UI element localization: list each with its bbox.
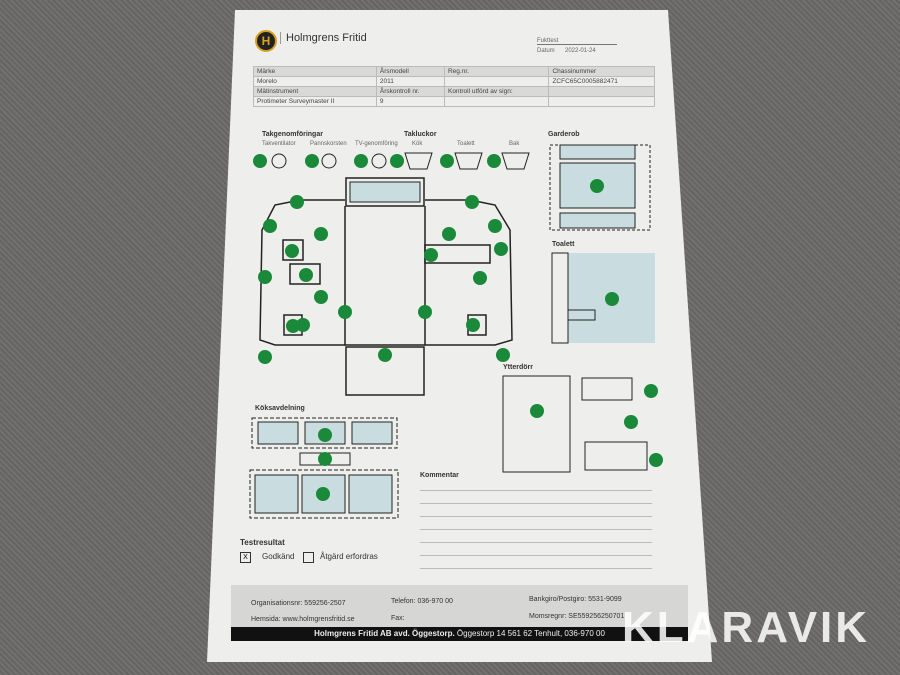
godkand-label: Godkänd: [262, 552, 295, 561]
section-testresultat: Testresultat: [240, 538, 285, 547]
section-ytterdorr: Ytterdörr: [503, 364, 533, 371]
ok-measurement-dot: [258, 270, 272, 284]
label-bak: Bak: [509, 141, 520, 147]
atgard-label: Åtgärd erfordras: [320, 552, 378, 561]
vehicle-outline: [259, 177, 513, 396]
comment-line: [420, 516, 652, 517]
test-type: Fukttest: [537, 38, 617, 45]
toalett-diagram: [551, 252, 655, 344]
ok-measurement-dot: [390, 154, 404, 168]
section-koksavdelning: Köksavdelning: [255, 405, 305, 412]
ok-measurement-dot: [494, 242, 508, 256]
comment-line: [420, 490, 652, 491]
ok-measurement-dot: [290, 195, 304, 209]
ok-measurement-dot: [316, 487, 330, 501]
company-name: Holmgrens Fritid: [280, 32, 367, 44]
watermark: KLARAVIK: [622, 603, 871, 652]
address: Öggestorp 14 561 62 Tenhult, 036-970 00: [454, 629, 605, 638]
section-takgenomforingar: Takgenomföringar: [262, 131, 323, 138]
ok-measurement-dot: [487, 154, 501, 168]
phone: Telefon: 036-970 00: [391, 598, 453, 605]
ok-measurement-dot: [473, 271, 487, 285]
ok-measurement-dot: [318, 452, 332, 466]
ok-measurement-dot: [338, 305, 352, 319]
comment-line: [420, 542, 652, 543]
label-toalett: Toalett: [457, 141, 475, 147]
ok-measurement-dot: [318, 428, 332, 442]
comment-line: [420, 555, 652, 556]
ok-measurement-dot: [285, 244, 299, 258]
company-legal-name: Holmgrens Fritid AB avd. Öggestorp.: [314, 629, 455, 638]
ok-measurement-dot: [299, 268, 313, 282]
org-number: Organisationsnr: 559256-2507: [251, 600, 346, 607]
cell: [548, 96, 655, 107]
footer-address-bar: Holmgrens Fritid AB avd. Öggestorp. Ögge…: [231, 627, 688, 641]
ok-measurement-dot: [314, 227, 328, 241]
ok-measurement-dot: [305, 154, 319, 168]
vat-number: Momsregnr: SE559256250701: [529, 613, 625, 620]
date-label: Datum: [537, 48, 555, 54]
label-tv: TV-genomföring: [355, 141, 398, 147]
section-toalett: Toalett: [552, 241, 575, 248]
ok-measurement-dot: [263, 219, 277, 233]
section-kommentar: Kommentar: [420, 472, 459, 479]
ok-measurement-dot: [530, 404, 544, 418]
fax: Fax:: [391, 615, 405, 622]
ok-measurement-dot: [466, 318, 480, 332]
ok-measurement-dot: [649, 453, 663, 467]
comment-line: [420, 503, 652, 504]
ok-measurement-dot: [496, 348, 510, 362]
ok-measurement-dot: [378, 348, 392, 362]
date-value: 2022-01-24: [565, 48, 596, 54]
section-takluckor: Takluckor: [404, 131, 437, 138]
godkand-checkbox[interactable]: X: [240, 552, 251, 563]
atgard-checkbox[interactable]: [303, 552, 314, 563]
ok-measurement-dot: [314, 290, 328, 304]
roof-fittings: [271, 152, 530, 170]
ytterdorr-diagram: [502, 375, 648, 473]
ok-measurement-dot: [253, 154, 267, 168]
bankgiro: Bankgiro/Postgiro: 5531-9099: [529, 596, 622, 603]
ok-measurement-dot: [354, 154, 368, 168]
cell: [443, 96, 550, 107]
ok-measurement-dot: [465, 195, 479, 209]
ok-measurement-dot: [418, 305, 432, 319]
comment-line: [420, 568, 652, 569]
ok-measurement-dot: [605, 292, 619, 306]
website: Hemsida: www.holmgrensfritid.se: [251, 616, 355, 623]
label-takventilator: Takventilator: [262, 141, 296, 147]
ok-measurement-dot: [488, 219, 502, 233]
ok-measurement-dot: [590, 179, 604, 193]
section-garderob: Garderob: [548, 131, 580, 138]
ok-measurement-dot: [424, 248, 438, 262]
footer: Organisationsnr: 559256-2507 Telefon: 03…: [231, 585, 688, 627]
ok-measurement-dot: [440, 154, 454, 168]
ok-measurement-dot: [442, 227, 456, 241]
ok-measurement-dot: [286, 319, 300, 333]
comment-line: [420, 529, 652, 530]
label-kok: Kök: [412, 141, 423, 147]
ok-measurement-dot: [624, 415, 638, 429]
ok-measurement-dot: [258, 350, 272, 364]
label-pannskorsten: Pannskorsten: [310, 141, 347, 147]
ok-measurement-dot: [644, 384, 658, 398]
company-logo: H: [255, 30, 277, 52]
